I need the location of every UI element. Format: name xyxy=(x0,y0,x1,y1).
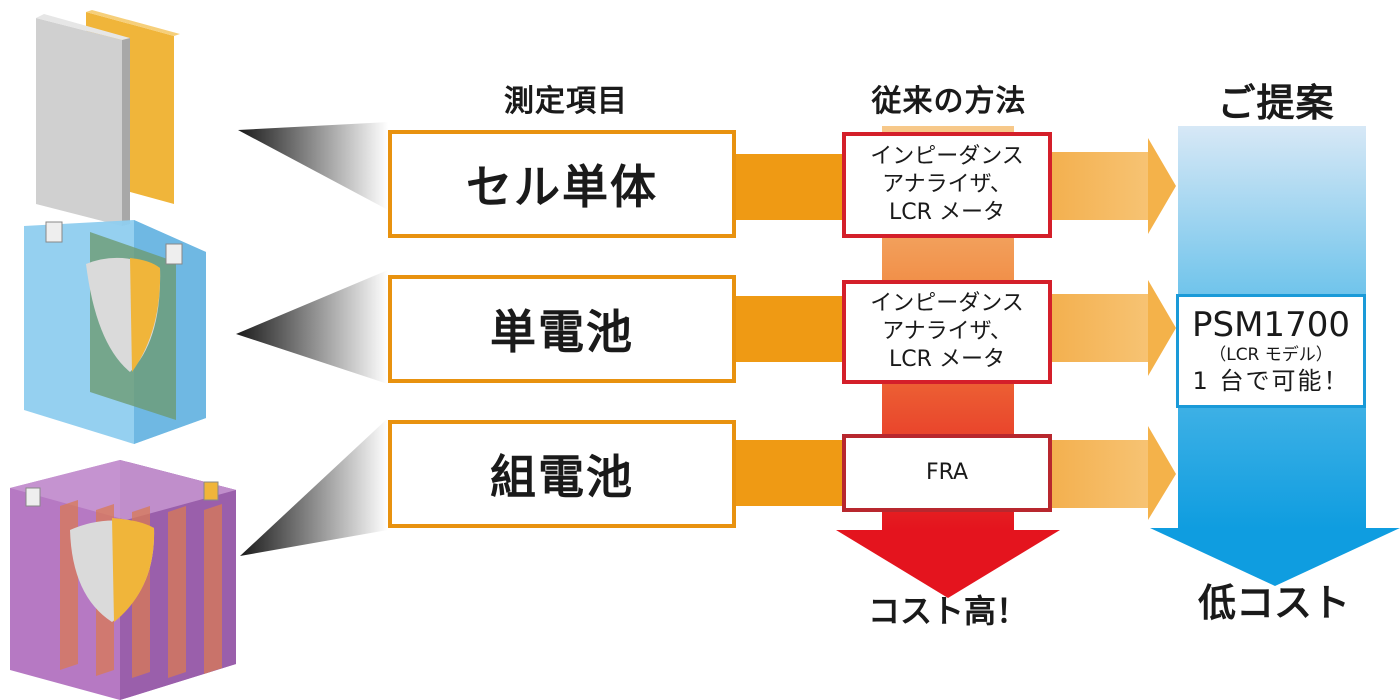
header-proposal: ご提案 xyxy=(1217,81,1335,125)
item-single-battery-label: 単電池 xyxy=(490,305,634,359)
proposal-model: PSM1700 xyxy=(1192,305,1350,345)
battery-pack-illustration xyxy=(10,460,236,700)
arrow-row-1 xyxy=(1052,138,1176,234)
proposal-note: 1 台で可能！ xyxy=(1192,367,1350,395)
header-conventional: 従来の方法 xyxy=(871,84,1027,119)
method-1-line3: LCR メータ xyxy=(889,200,1005,225)
method-3-line1: FRA xyxy=(925,460,969,485)
proposal-result: 低コスト xyxy=(1197,581,1350,625)
method-2-line1: インピーダンス xyxy=(870,291,1024,316)
item-battery-pack-label: 組電池 xyxy=(490,450,634,504)
cell-illustration xyxy=(36,10,180,226)
item-battery-pack: 組電池 xyxy=(388,420,736,528)
method-2-line2: アナライザ、 xyxy=(882,319,1012,344)
single-battery-illustration xyxy=(24,220,206,444)
proposal-variant: （LCR モデル） xyxy=(1209,345,1333,365)
method-box-3: FRA xyxy=(842,434,1052,512)
header-measurement: 測定項目 xyxy=(504,84,628,119)
item-single-battery: 単電池 xyxy=(388,275,736,383)
method-1-line2: アナライザ、 xyxy=(882,172,1012,197)
item-cell: セル単体 xyxy=(388,130,736,238)
arrow-row-2 xyxy=(1052,280,1176,376)
proposal-box: PSM1700 （LCR モデル） 1 台で可能！ xyxy=(1176,294,1366,408)
method-2-line3: LCR メータ xyxy=(889,347,1005,372)
method-box-2: インピーダンス アナライザ、 LCR メータ xyxy=(842,280,1052,384)
item-cell-label: セル単体 xyxy=(466,160,658,214)
method-1-line1: インピーダンス xyxy=(870,144,1024,169)
method-box-1: インピーダンス アナライザ、 LCR メータ xyxy=(842,132,1052,238)
conventional-result: コスト高！ xyxy=(867,592,1028,630)
arrow-row-3 xyxy=(1052,426,1176,520)
